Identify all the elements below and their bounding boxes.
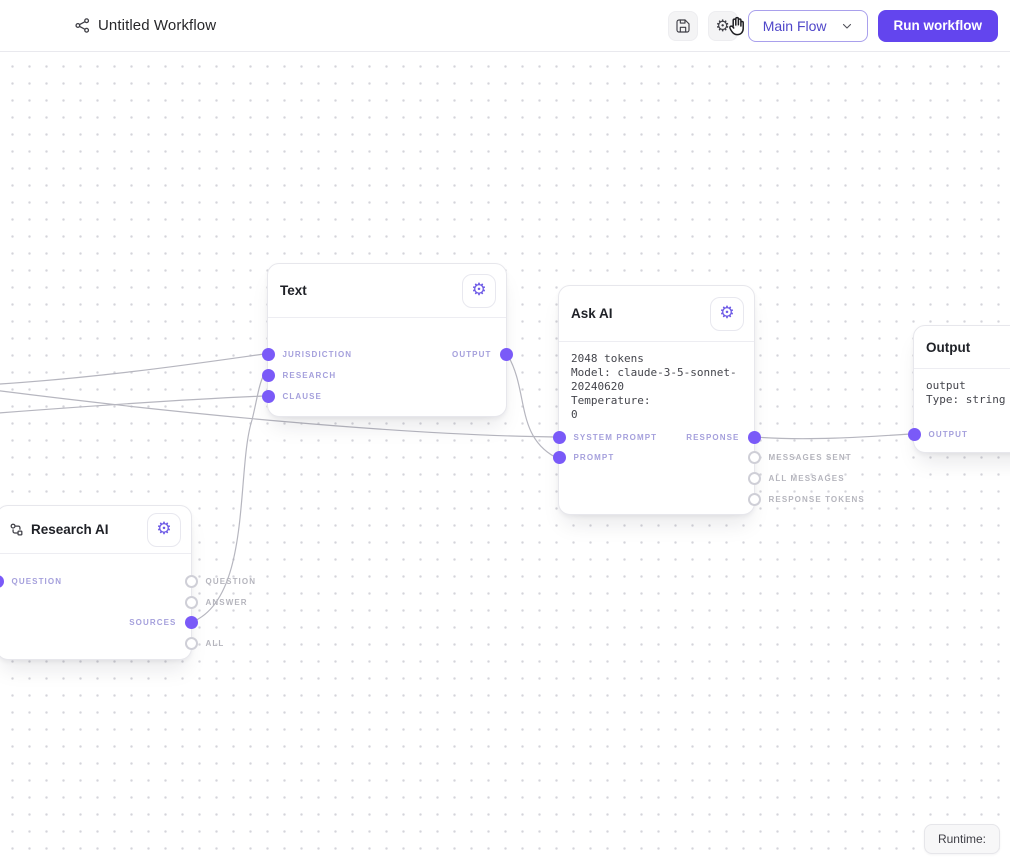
port-label: QUESTION <box>11 577 63 586</box>
gear-icon: ⚙ <box>471 280 487 300</box>
runtime-badge: Runtime: <box>923 824 1000 854</box>
port-label: SYSTEM PROMPT <box>573 433 658 442</box>
gear-icon: ⚙ <box>156 519 172 539</box>
save-button[interactable] <box>667 10 698 41</box>
edge-response-to-output[interactable] <box>754 433 911 440</box>
node-research-ai-header: Research AI ⚙ <box>0 506 191 554</box>
port-row: MESSAGES SENT <box>747 451 852 464</box>
node-title-text: Research AI <box>31 522 109 537</box>
topbar: Untitled Workflow ⚙ Main Flow Run workfl… <box>0 0 1010 52</box>
input-port-research[interactable] <box>261 369 275 382</box>
port-row: SOURCES <box>129 616 198 629</box>
node-output-config: output Type: string <box>926 379 1006 406</box>
topbar-actions: ⚙ Main Flow Run workflow <box>667 9 998 42</box>
workflow-title-group: Untitled Workflow <box>74 17 216 34</box>
node-output[interactable]: Output output Type: string OUTPUT <box>907 325 1010 453</box>
port-label: MESSAGES SENT <box>768 453 852 462</box>
port-row: OUTPUT <box>452 348 513 361</box>
port-label: RESEARCH <box>282 371 337 380</box>
floppy-disk-icon <box>675 18 691 34</box>
flow-selector-dropdown[interactable]: Main Flow <box>747 9 868 42</box>
port-row: SYSTEM PROMPT <box>552 431 658 444</box>
port-row: ANSWER <box>184 596 248 609</box>
node-text-title: Text <box>280 283 307 298</box>
gear-icon: ⚙ <box>719 303 735 323</box>
port-label: ALL <box>205 639 225 648</box>
port-row: OUTPUT <box>907 428 969 441</box>
input-port-output[interactable] <box>907 428 921 441</box>
input-port-clause[interactable] <box>261 390 275 403</box>
node-ask-ai-title: Ask AI <box>571 306 613 321</box>
node-research-ai[interactable]: Research AI ⚙ QUESTION QUESTION ANSWER S… <box>0 505 255 660</box>
workflow-canvas[interactable]: Text ⚙ JURISDICTION RESEARCH CLAUSE OUTP… <box>0 52 1010 858</box>
output-port-all-messages[interactable] <box>747 472 761 485</box>
output-port-messages-sent[interactable] <box>747 451 761 464</box>
input-port-jurisdiction[interactable] <box>261 348 275 361</box>
node-ask-ai-header: Ask AI ⚙ <box>559 286 754 342</box>
port-label: ANSWER <box>205 598 248 607</box>
node-ask-ai-config: 2048 tokens Model: claude-3-5-sonnet- 20… <box>571 352 737 421</box>
edges-layer <box>0 353 911 623</box>
output-port-response[interactable] <box>747 431 761 444</box>
node-research-ai-settings-button[interactable]: ⚙ <box>147 512 181 547</box>
node-text-settings-button[interactable]: ⚙ <box>462 273 496 308</box>
port-label: PROMPT <box>573 453 615 462</box>
output-port-all[interactable] <box>184 637 198 650</box>
node-output-title: Output <box>926 339 971 355</box>
port-row: QUESTION <box>184 575 257 588</box>
chevron-down-icon <box>841 20 853 32</box>
port-row: ALL <box>184 637 225 650</box>
edge-to-clause[interactable] <box>0 395 265 414</box>
node-ask-ai[interactable]: Ask AI ⚙ 2048 tokens Model: claude-3-5-s… <box>552 285 864 515</box>
run-workflow-button[interactable]: Run workflow <box>877 9 998 42</box>
port-label: SOURCES <box>129 618 177 627</box>
port-label: OUTPUT <box>452 350 492 359</box>
settings-button[interactable]: ⚙ <box>707 10 738 41</box>
port-label: OUTPUT <box>928 430 968 439</box>
research-workflow-icon <box>9 522 24 537</box>
node-text[interactable]: Text ⚙ JURISDICTION RESEARCH CLAUSE OUTP… <box>261 263 513 417</box>
port-label: CLAUSE <box>282 392 322 401</box>
port-row: RESPONSE <box>686 431 761 444</box>
port-row: RESPONSE TOKENS <box>747 493 865 506</box>
port-row: QUESTION <box>0 575 62 588</box>
node-research-ai-title: Research AI <box>9 522 109 537</box>
node-text-header: Text ⚙ <box>268 264 506 318</box>
workflow-title[interactable]: Untitled Workflow <box>98 17 217 34</box>
port-row: ALL MESSAGES <box>747 472 845 485</box>
port-row: PROMPT <box>552 451 615 464</box>
edge-sources-to-research[interactable] <box>191 374 265 623</box>
port-row: RESEARCH <box>261 369 337 382</box>
node-output-header: Output <box>914 326 1010 369</box>
input-port-question[interactable] <box>0 575 4 588</box>
output-port-output[interactable] <box>499 348 513 361</box>
edge-to-jurisdiction[interactable] <box>0 353 265 385</box>
input-port-system-prompt[interactable] <box>552 431 566 444</box>
output-port-sources[interactable] <box>184 616 198 629</box>
port-label: RESPONSE <box>686 433 740 442</box>
port-row: JURISDICTION <box>261 348 353 361</box>
flow-selector-value: Main Flow <box>762 17 827 34</box>
output-port-question[interactable] <box>184 575 198 588</box>
edge-to-system-prompt[interactable] <box>0 389 556 438</box>
port-label: QUESTION <box>205 577 257 586</box>
gear-icon: ⚙ <box>715 15 730 35</box>
port-label: JURISDICTION <box>282 350 353 359</box>
port-label: RESPONSE TOKENS <box>768 495 865 504</box>
input-port-prompt[interactable] <box>552 451 566 464</box>
output-port-response-tokens[interactable] <box>747 493 761 506</box>
workflow-icon <box>74 17 91 34</box>
port-row: CLAUSE <box>261 390 323 403</box>
output-port-answer[interactable] <box>184 596 198 609</box>
edge-textoutput-to-prompt[interactable] <box>506 353 556 458</box>
port-label: ALL MESSAGES <box>768 474 845 483</box>
node-ask-ai-settings-button[interactable]: ⚙ <box>710 296 744 331</box>
